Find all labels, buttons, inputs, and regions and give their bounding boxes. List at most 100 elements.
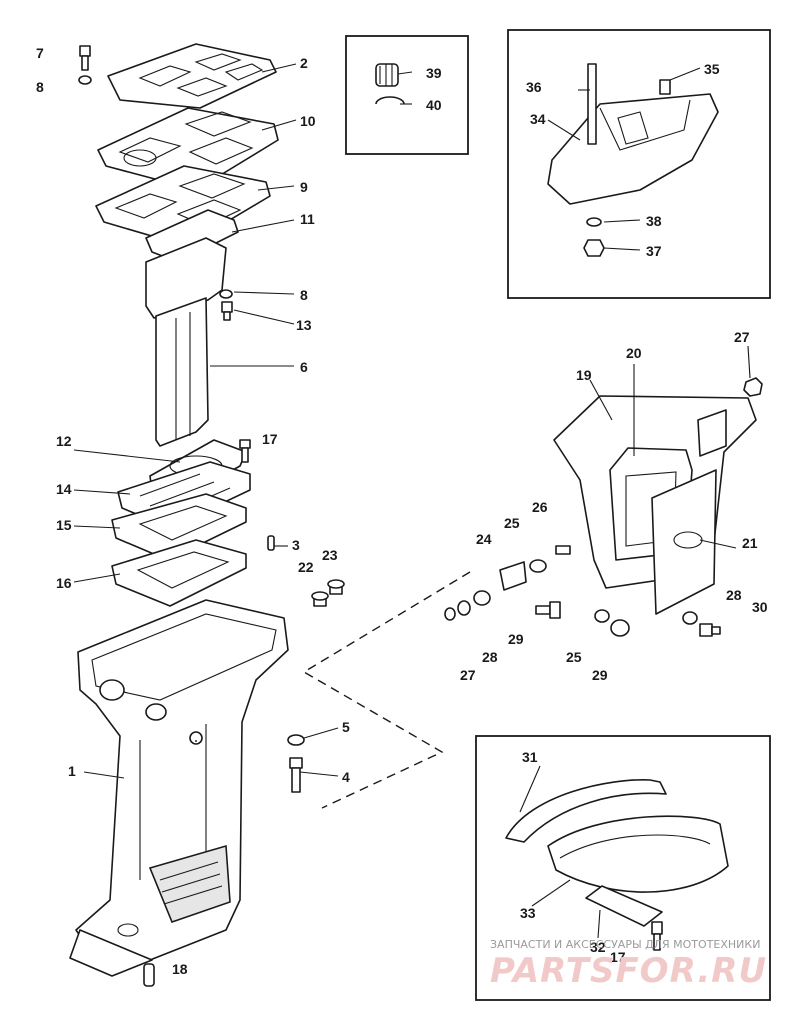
callout-17: 17 bbox=[262, 431, 278, 447]
inset-frame-bushing bbox=[345, 35, 469, 155]
pin-part-18 bbox=[143, 963, 155, 987]
stud-part-36 bbox=[587, 63, 597, 145]
housing-part-6 bbox=[145, 237, 227, 447]
driveshaft-housing-part-1 bbox=[69, 599, 289, 977]
callout-3: 3 bbox=[292, 537, 300, 553]
callout-15: 15 bbox=[56, 517, 72, 533]
callout-2: 2 bbox=[300, 55, 308, 71]
callout-14: 14 bbox=[56, 481, 72, 497]
callout-8: 8 bbox=[36, 79, 44, 95]
callout-32: 32 bbox=[590, 939, 606, 955]
callout-1: 1 bbox=[68, 763, 76, 779]
callout-35: 35 bbox=[704, 61, 720, 77]
callout-22: 22 bbox=[298, 559, 314, 575]
callout-6: 6 bbox=[300, 359, 308, 375]
screw-part-17 bbox=[239, 439, 251, 463]
bushing-part-39 bbox=[375, 63, 399, 87]
callout-28-right: 28 bbox=[726, 587, 742, 603]
callout-19: 19 bbox=[576, 367, 592, 383]
washer-part-38 bbox=[586, 217, 602, 227]
bushing-part-29a bbox=[473, 590, 491, 606]
callout-24: 24 bbox=[476, 531, 492, 547]
nut-part-27a bbox=[743, 377, 763, 397]
callout-30: 30 bbox=[752, 599, 768, 615]
callout-36: 36 bbox=[526, 79, 542, 95]
callout-26: 26 bbox=[532, 499, 548, 515]
callout-21: 21 bbox=[742, 535, 758, 551]
watermark-tagline: ЗАПЧАСТИ И АКСЕССУАРЫ ДЛЯ МОТОТЕХНИКИ bbox=[490, 938, 760, 951]
callout-11: 11 bbox=[300, 211, 315, 227]
callout-labels: 7 8 2 10 9 11 8 13 6 12 17 14 15 3 23 22… bbox=[36, 45, 768, 977]
plate-part-10 bbox=[97, 107, 279, 191]
callout-23: 23 bbox=[322, 547, 338, 563]
callout-39: 39 bbox=[426, 65, 442, 81]
clamp-part-31 bbox=[505, 779, 667, 843]
callout-18: 18 bbox=[172, 961, 188, 977]
callout-29-right: 29 bbox=[592, 667, 608, 683]
callout-29-left: 29 bbox=[508, 631, 524, 647]
bushing-part-29b bbox=[610, 619, 630, 637]
washer-part-8 bbox=[78, 75, 92, 85]
bracket-part-20 bbox=[697, 409, 727, 457]
callout-31: 31 bbox=[522, 749, 538, 765]
plate-part-21 bbox=[651, 469, 717, 615]
link-part-24 bbox=[499, 561, 527, 591]
pin-part-35 bbox=[659, 79, 671, 95]
clamp-part-32 bbox=[585, 885, 663, 927]
screw-part-13 bbox=[221, 301, 233, 321]
callout-12: 12 bbox=[56, 433, 72, 449]
gasket-part-11 bbox=[145, 209, 239, 263]
assembly-path-dashed bbox=[302, 571, 471, 809]
pin-part-3 bbox=[267, 535, 275, 551]
callout-25-lower: 25 bbox=[566, 649, 582, 665]
watermark-brand: PARTSFOR.RU bbox=[490, 951, 767, 991]
washer-part-28a bbox=[457, 600, 471, 616]
callout-7: 7 bbox=[36, 45, 44, 61]
nut-part-25a bbox=[529, 559, 547, 573]
callout-9: 9 bbox=[300, 179, 308, 195]
nut-part-27b bbox=[444, 607, 456, 621]
callout-28-left: 28 bbox=[482, 649, 498, 665]
plug-part-23 bbox=[327, 579, 345, 595]
callout-13: 13 bbox=[296, 317, 312, 333]
callout-40: 40 bbox=[426, 97, 442, 113]
gasket-part-2 bbox=[107, 43, 277, 109]
callout-25-top: 25 bbox=[504, 515, 520, 531]
callout-37: 37 bbox=[646, 243, 662, 259]
gasket-part-15 bbox=[111, 493, 247, 561]
clamp-part-33 bbox=[547, 815, 729, 893]
callout-16: 16 bbox=[56, 575, 72, 591]
callout-17-lower: 17 bbox=[610, 949, 626, 965]
callout-4: 4 bbox=[342, 769, 350, 785]
watermark: ЗАПЧАСТИ И АКСЕССУАРЫ ДЛЯ МОТОТЕХНИКИ PA… bbox=[490, 938, 767, 991]
screw-part-17b bbox=[651, 921, 663, 951]
screw-part-26 bbox=[555, 545, 571, 555]
ring-part-40 bbox=[375, 96, 405, 105]
callout-20: 20 bbox=[626, 345, 642, 361]
callout-27-top: 27 bbox=[734, 329, 750, 345]
nut-part-37 bbox=[583, 239, 605, 257]
callout-10: 10 bbox=[300, 113, 316, 129]
washer-part-8b bbox=[219, 289, 233, 299]
callout-8-lower: 8 bbox=[300, 287, 308, 303]
washer-part-28b bbox=[682, 611, 698, 625]
inset-frame-clamp bbox=[475, 735, 771, 1001]
callout-5: 5 bbox=[342, 719, 350, 735]
gasket-part-16 bbox=[111, 539, 247, 607]
screw-part-cover bbox=[535, 601, 561, 619]
washer-part-5 bbox=[287, 734, 305, 746]
callout-38: 38 bbox=[646, 213, 662, 229]
adapter-part-34 bbox=[547, 93, 719, 205]
screw-part-7 bbox=[79, 45, 91, 71]
screw-part-30 bbox=[699, 623, 721, 637]
inset-frame-adapter bbox=[507, 29, 771, 299]
callout-34: 34 bbox=[530, 111, 546, 127]
callout-27-lower: 27 bbox=[460, 667, 476, 683]
plug-part-22 bbox=[311, 591, 329, 607]
leader-lines bbox=[73, 63, 751, 939]
bolt-part-4 bbox=[289, 757, 303, 793]
nut-part-25b bbox=[594, 609, 610, 623]
callout-33: 33 bbox=[520, 905, 536, 921]
